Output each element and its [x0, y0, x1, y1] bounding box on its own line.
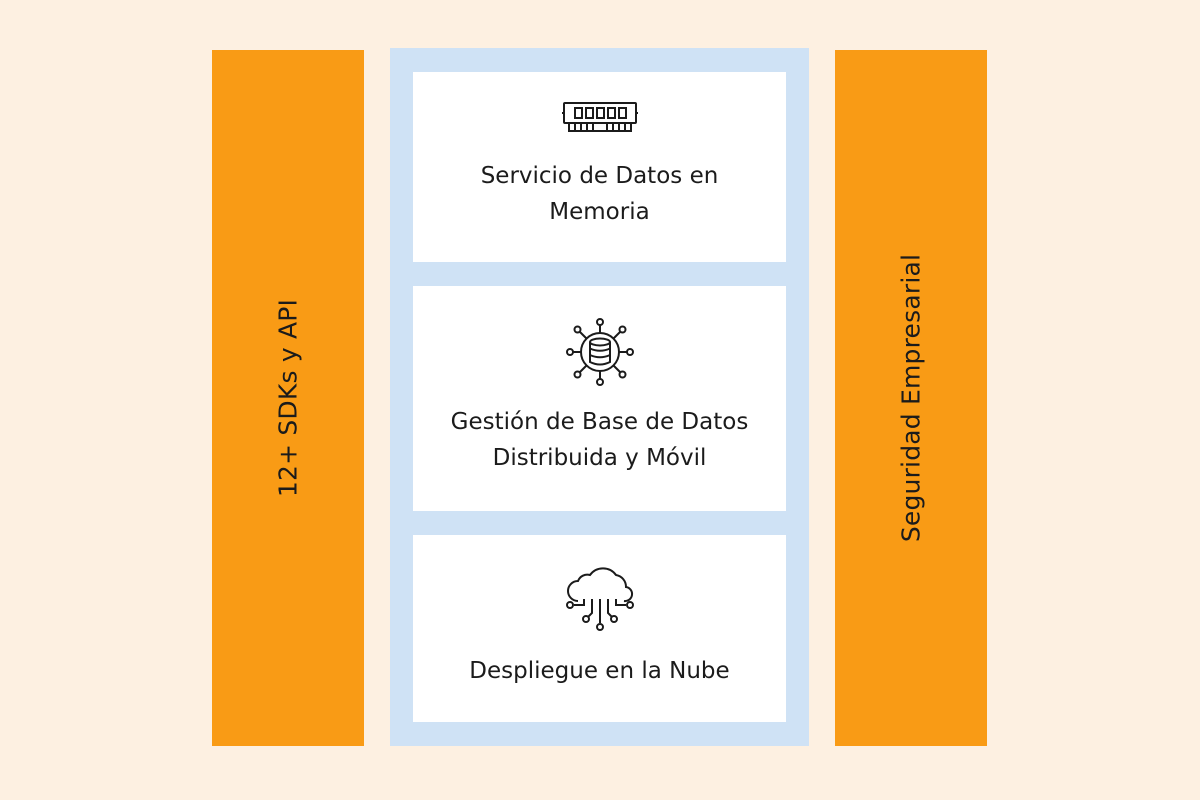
card-title-line: Memoria	[549, 199, 650, 225]
distributed-database-icon	[564, 316, 636, 388]
memory-chip-icon	[561, 100, 639, 136]
card-title-line: Gestión de Base de Datos	[450, 409, 749, 435]
card-distributed-mobile-database: Gestión de Base de Datos Distribuida y M…	[413, 286, 786, 511]
card-title: Servicio de Datos en Memoria	[413, 158, 786, 230]
card-title-line: Despliegue en la Nube	[469, 658, 730, 684]
right-pillar-label: Seguridad Empresarial	[896, 253, 926, 543]
cloud-network-icon	[562, 565, 638, 631]
card-in-memory-data-service: Servicio de Datos en Memoria	[413, 72, 786, 262]
left-pillar-label: 12+ SDKs y API	[273, 298, 303, 498]
card-title-line: Distribuida y Móvil	[492, 445, 707, 471]
card-title: Despliegue en la Nube	[413, 653, 786, 689]
card-title: Gestión de Base de Datos Distribuida y M…	[413, 404, 786, 476]
left-pillar: 12+ SDKs y API	[212, 50, 364, 746]
right-pillar: Seguridad Empresarial	[835, 50, 987, 746]
core-services-panel: Servicio de Datos en Memoria	[390, 48, 809, 746]
card-cloud-deployment: Despliegue en la Nube	[413, 535, 786, 722]
card-title-line: Servicio de Datos en	[480, 163, 719, 189]
